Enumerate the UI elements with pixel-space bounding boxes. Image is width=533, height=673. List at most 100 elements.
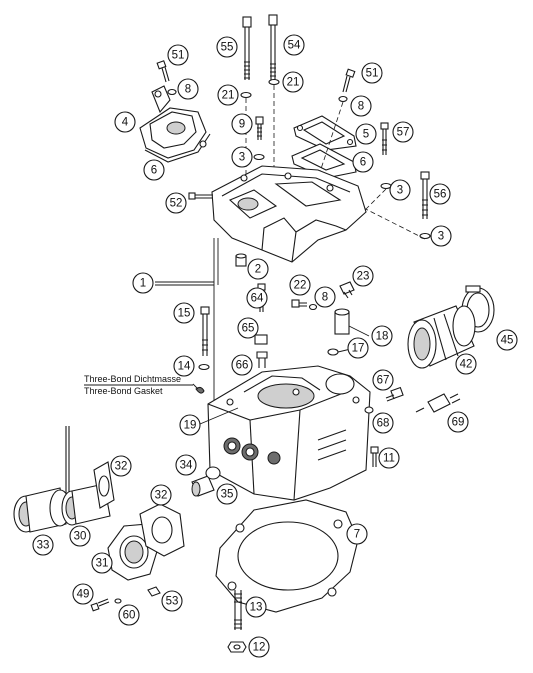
callout-bubbles: 1233345667888911121314151718192121222330…: [32, 34, 518, 658]
callout-3: 3: [389, 179, 411, 201]
bolt-51-right: [342, 68, 356, 93]
callout-circle: [246, 287, 268, 309]
callout-number: 65: [242, 323, 255, 335]
callout-number: 4: [122, 117, 129, 129]
callout-circle: [245, 596, 267, 618]
callout-circle: [216, 36, 238, 58]
callout-54: 54: [283, 34, 305, 56]
callout-circle: [91, 552, 113, 574]
callout-circle: [372, 369, 394, 391]
head-gasket-7: [215, 499, 359, 613]
sealant-note-line2: Three-Bond Gasket: [84, 386, 163, 396]
washer-8-left: [167, 88, 177, 96]
callout-51: 51: [167, 44, 189, 66]
callout-circle: [429, 183, 451, 205]
callout-number: 56: [434, 189, 447, 201]
callout-14: 14: [173, 355, 195, 377]
callout-circle: [173, 355, 195, 377]
callout-circle: [161, 590, 183, 612]
callout-circle: [231, 146, 253, 168]
washer-21-left: [240, 91, 252, 99]
callout-circle: [175, 454, 197, 476]
callout-number: 14: [178, 361, 191, 373]
callout-circle: [72, 583, 94, 605]
bolt-56: [420, 171, 430, 219]
callout-circle: [289, 274, 311, 296]
callout-number: 2: [255, 264, 261, 276]
callout-circle: [110, 455, 132, 477]
callout-65: 65: [237, 317, 259, 339]
callout-8: 8: [177, 78, 199, 100]
callout-number: 21: [287, 77, 300, 89]
callout-1: 1: [132, 272, 154, 294]
callout-number: 34: [180, 460, 193, 472]
callout-11: 11: [378, 447, 400, 469]
callout-67: 67: [372, 369, 394, 391]
callout-number: 8: [358, 101, 364, 113]
callout-number: 6: [360, 157, 366, 169]
callout-number: 5: [363, 129, 369, 141]
stud-13: [234, 590, 242, 630]
gasket-32-left: [93, 461, 115, 509]
callout-6: 6: [143, 159, 165, 181]
callout-circle: [231, 354, 253, 376]
callout-51: 51: [361, 62, 383, 84]
callout-9: 9: [231, 113, 253, 135]
cylinder-head: [207, 365, 371, 501]
callout-3: 3: [430, 225, 452, 247]
sealant-note: Three-Bond Dichtmasse Three-Bond Gasket: [84, 374, 193, 396]
callout-52: 52: [165, 192, 187, 214]
callout-35: 35: [216, 483, 238, 505]
callout-number: 69: [452, 417, 465, 429]
callout-number: 8: [185, 84, 191, 96]
callout-circle: [69, 525, 91, 547]
callout-64: 64: [246, 287, 268, 309]
callout-number: 7: [354, 529, 360, 541]
callout-33: 33: [32, 534, 54, 556]
callout-number: 68: [377, 418, 390, 430]
callout-number: 60: [123, 610, 136, 622]
callout-30: 30: [69, 525, 91, 547]
callout-circle: [352, 265, 374, 287]
callout-19: 19: [179, 414, 201, 436]
callout-circle: [378, 447, 400, 469]
callout-circle: [372, 412, 394, 434]
callout-17: 17: [347, 337, 369, 359]
callout-number: 51: [366, 68, 379, 80]
intake-boot-42: [407, 305, 476, 369]
valve-guide-18: [334, 308, 350, 335]
callout-5: 5: [355, 123, 377, 145]
callout-32: 32: [150, 484, 172, 506]
callout-21: 21: [217, 84, 239, 106]
callout-circle: [352, 151, 374, 173]
long-bolt-54: [268, 14, 278, 80]
bolt-57: [380, 122, 389, 155]
callout-circle: [430, 225, 452, 247]
callout-circle: [165, 192, 187, 214]
callout-circle: [361, 62, 383, 84]
callout-number: 53: [166, 596, 179, 608]
callout-number: 54: [288, 40, 301, 52]
screw-49: [90, 598, 110, 612]
callout-circle: [177, 78, 199, 100]
callout-42: 42: [455, 353, 477, 375]
callout-number: 1: [140, 278, 146, 290]
callout-15: 15: [173, 302, 195, 324]
callout-circle: [179, 414, 201, 436]
callout-circle: [150, 484, 172, 506]
sleeve-65: [254, 334, 268, 345]
callout-number: 8: [322, 292, 328, 304]
bolt-15: [200, 306, 210, 356]
callout-23: 23: [352, 265, 374, 287]
callout-31: 31: [91, 552, 113, 574]
stud-long-left: [65, 426, 70, 496]
callout-circle: [247, 258, 269, 280]
callout-number: 35: [221, 489, 234, 501]
callout-circle: [231, 113, 253, 135]
callout-circle: [167, 44, 189, 66]
callout-circle: [447, 411, 469, 433]
callout-number: 31: [96, 558, 109, 570]
callout-49: 49: [72, 583, 94, 605]
callout-circle: [248, 636, 270, 658]
callout-number: 32: [115, 461, 128, 473]
